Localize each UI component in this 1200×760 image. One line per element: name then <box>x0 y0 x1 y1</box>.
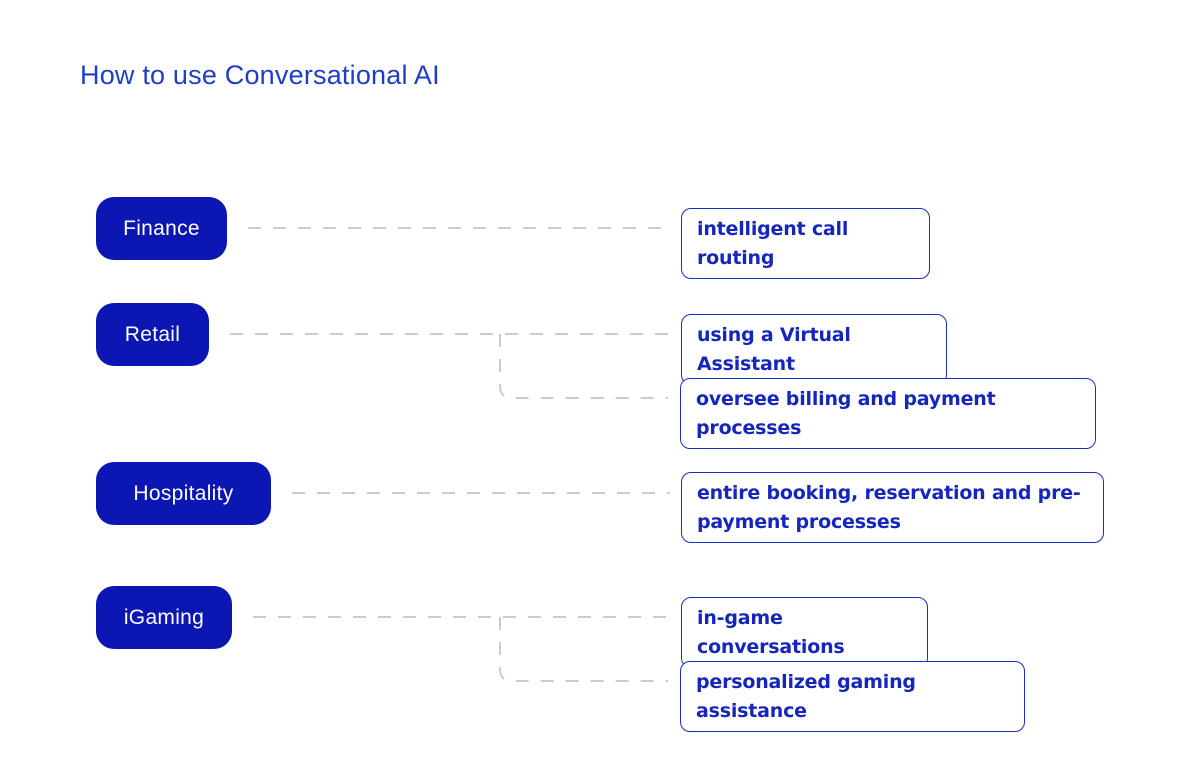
category-pill-igaming[interactable]: iGaming <box>96 586 232 649</box>
category-pill-retail[interactable]: Retail <box>96 303 209 366</box>
use-case-finance-intelligent-call-routing: intelligent call routing <box>681 208 930 279</box>
use-case-hospitality-booking-reservation: entire booking, reservation and pre-paym… <box>681 472 1104 543</box>
page-title: How to use Conversational AI <box>80 60 440 90</box>
use-case-igaming-personalized-assistance: personalized gaming assistance <box>680 661 1025 732</box>
use-case-retail-virtual-assistant: using a Virtual Assistant <box>681 314 947 385</box>
use-case-retail-billing-payment: oversee billing and payment processes <box>680 378 1096 449</box>
category-pill-hospitality[interactable]: Hospitality <box>96 462 271 525</box>
connector-retail-2 <box>499 334 668 399</box>
use-case-igaming-in-game-conversations: in-game conversations <box>681 597 928 668</box>
connector-igaming-2 <box>499 617 668 682</box>
category-pill-finance[interactable]: Finance <box>96 197 227 260</box>
